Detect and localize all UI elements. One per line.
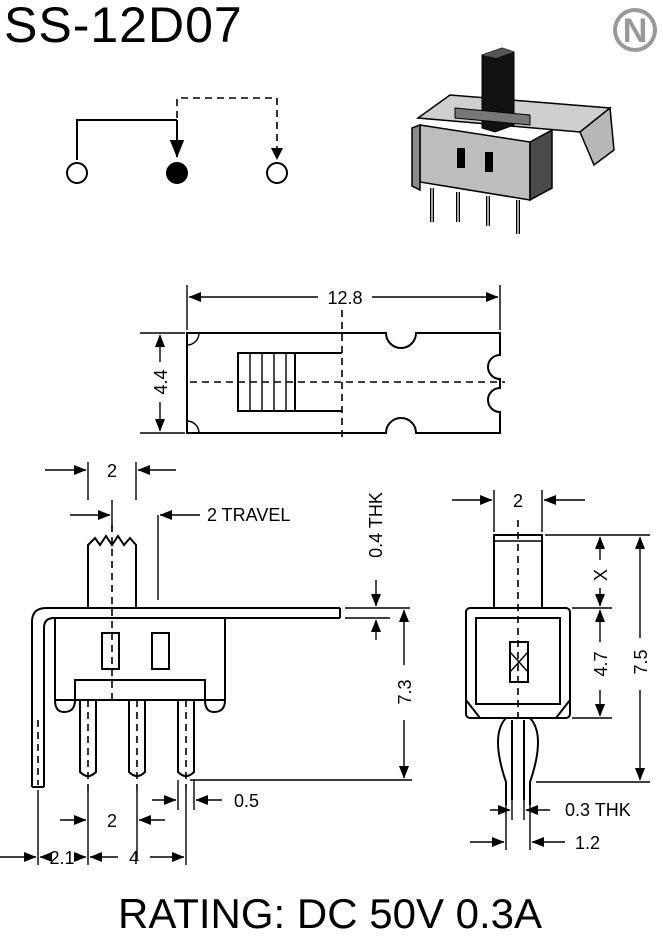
top-view: 12.8 4.4 xyxy=(140,285,505,440)
dim-actuator-width: 2 xyxy=(107,461,117,481)
dim-plate-thickness: 0.4 THK xyxy=(366,492,386,558)
switch-link-dashed xyxy=(176,97,278,157)
part-number-title: SS-12D07 xyxy=(4,0,243,53)
dim-side-body-height: 4.7 xyxy=(591,651,611,676)
dim-edge-offset: 2.1 xyxy=(49,848,74,868)
dim-body-height: 7.3 xyxy=(395,679,415,704)
terminal-common-icon xyxy=(166,162,188,184)
dim-pin-width: 0.5 xyxy=(234,791,259,811)
dim-pin-pitch: 2 xyxy=(107,811,117,831)
switch-link-solid xyxy=(76,119,177,160)
dim-side-actuator-width: 2 xyxy=(513,491,523,511)
dim-travel: 2 TRAVEL xyxy=(207,505,290,525)
product-3d-view xyxy=(411,47,615,234)
terminal-left-icon xyxy=(66,162,88,184)
dim-pin-span: 4 xyxy=(129,848,139,868)
dim-pin-thickness: 0.3 THK xyxy=(565,800,631,820)
dim-top-width: 4.4 xyxy=(151,369,171,394)
dim-pin-length: 1.2 xyxy=(575,833,600,853)
circuit-schematic xyxy=(66,97,288,184)
side-view: 2 X 4.7 7.5 0.3 THK 1.2 xyxy=(452,490,651,853)
logo-letter: N xyxy=(623,12,648,50)
dim-actuator-height: X xyxy=(591,569,611,581)
terminal-right-icon xyxy=(266,162,288,184)
rating-text: RATING: DC 50V 0.3A xyxy=(118,890,543,937)
dim-overall-height: 7.5 xyxy=(631,649,651,674)
dim-top-length: 12.8 xyxy=(327,288,362,308)
brand-logo: N xyxy=(613,8,657,52)
front-view: 2 2 TRAVEL 0.4 THK 7.3 0.5 2 xyxy=(0,461,415,868)
